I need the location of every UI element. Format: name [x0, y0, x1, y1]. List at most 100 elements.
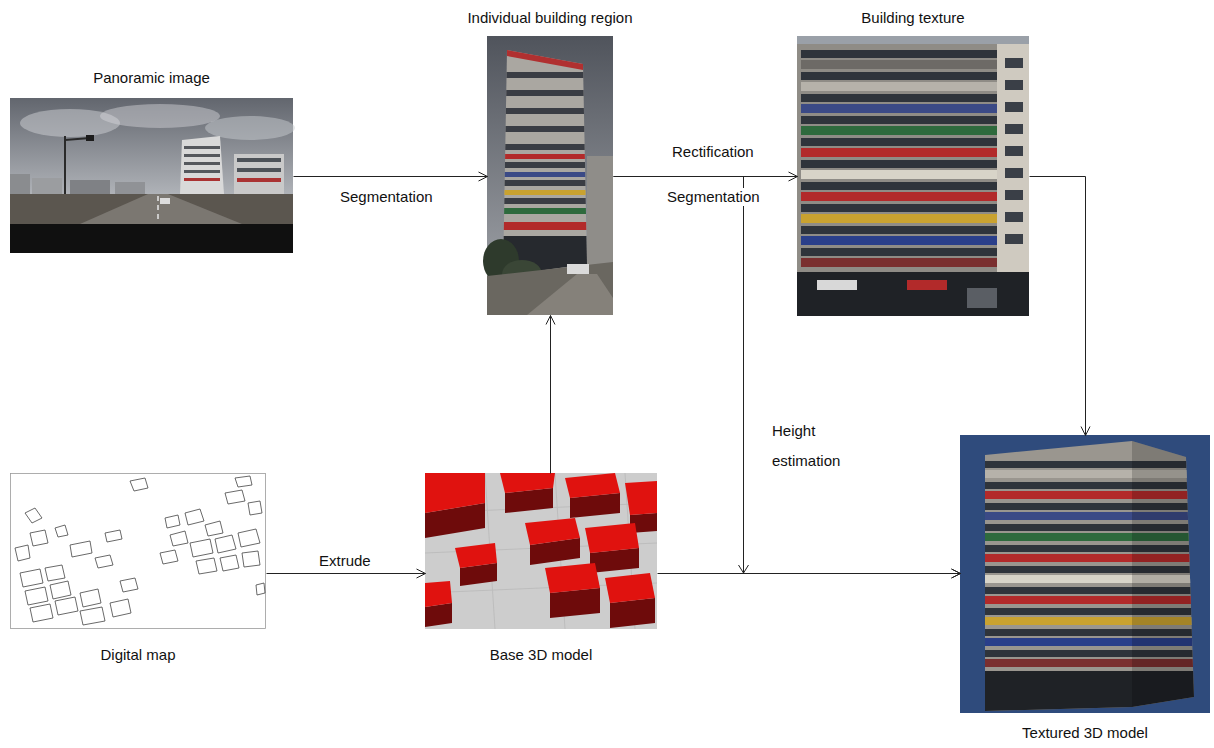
texture-photo	[801, 104, 997, 113]
arrowhead	[546, 316, 555, 325]
map-picture	[130, 478, 148, 491]
arrowhead	[417, 569, 426, 578]
texture-photo	[801, 72, 997, 80]
map-picture	[55, 597, 78, 615]
texture-photo	[1005, 124, 1023, 134]
texture-photo	[801, 160, 997, 168]
panorama-picture	[237, 168, 281, 172]
map-picture	[215, 535, 236, 553]
texture-photo	[801, 170, 997, 179]
panorama-picture	[32, 178, 62, 194]
panorama-picture	[80, 194, 242, 224]
map-picture	[25, 587, 48, 605]
map-picture	[120, 578, 138, 592]
map-picture	[110, 599, 131, 617]
panorama-picture	[184, 170, 220, 173]
panel-caption: Digital map	[0, 646, 386, 664]
panorama-picture	[237, 178, 281, 182]
map-picture	[30, 530, 48, 546]
texture-photo	[1005, 58, 1023, 68]
texture-photo	[1005, 146, 1023, 156]
texture-photo	[801, 192, 997, 201]
map-picture	[190, 539, 213, 557]
building-photo	[487, 144, 613, 150]
map-picture	[11, 474, 266, 629]
image-panel: Base 3D model	[425, 473, 657, 629]
connector	[546, 316, 555, 474]
texture-photo	[1005, 190, 1023, 200]
connector	[614, 177, 961, 579]
texture-photo	[801, 204, 997, 212]
textured-model-picture	[960, 435, 1210, 713]
base-model-picture	[425, 603, 452, 627]
panel-caption: Individual building region	[367, 9, 733, 27]
building-photo	[487, 72, 613, 78]
textured-model-picture	[1132, 435, 1210, 713]
map-picture	[55, 525, 68, 537]
panorama-picture	[184, 154, 220, 157]
connector	[267, 569, 426, 578]
connector-line	[1030, 177, 1086, 436]
panorama-picture	[237, 158, 281, 162]
panorama-picture	[234, 154, 284, 194]
image-panel: Individual building region	[487, 36, 613, 315]
texture-photo	[801, 258, 997, 267]
panorama-picture	[160, 198, 170, 204]
texture-photo	[1005, 80, 1023, 90]
panorama-picture	[10, 224, 293, 253]
map-picture	[25, 508, 42, 523]
texture-photo	[907, 280, 947, 290]
arrowhead	[789, 172, 798, 181]
map-picture	[238, 529, 260, 547]
building-photo	[527, 274, 613, 315]
panel-caption: Panoramic image	[0, 69, 413, 87]
panorama-picture	[115, 182, 145, 194]
texture-photo	[817, 280, 857, 290]
panorama-picture	[70, 180, 110, 194]
base-model-picture	[585, 523, 639, 553]
connector	[658, 569, 961, 578]
map-picture	[185, 509, 204, 525]
texture-photo	[967, 288, 997, 308]
panorama-picture	[184, 162, 220, 165]
connector-line	[294, 176, 488, 177]
texture-photo	[797, 36, 1029, 316]
map-picture	[15, 545, 30, 561]
building-photo	[487, 90, 613, 96]
texture-photo	[801, 138, 997, 146]
building-photo	[487, 108, 613, 114]
edge-label: Segmentation	[337, 188, 436, 206]
texture-photo	[801, 50, 997, 58]
panorama-picture	[10, 174, 30, 194]
panorama-picture	[184, 178, 220, 181]
texture-photo	[801, 226, 997, 234]
map-picture	[165, 515, 180, 528]
map-picture	[70, 541, 92, 557]
building-photo	[487, 126, 613, 132]
map-picture	[105, 530, 122, 542]
texture-photo	[801, 126, 997, 135]
base-model-picture	[525, 518, 580, 545]
image-panel: Textured 3D model	[960, 435, 1210, 713]
map-picture	[256, 583, 265, 595]
building-photo	[507, 50, 583, 70]
panorama-picture	[10, 98, 295, 253]
panel-caption: Building texture	[677, 9, 1149, 27]
panorama-picture	[10, 194, 293, 224]
map-picture	[160, 550, 178, 564]
connector	[294, 172, 488, 181]
texture-photo	[801, 60, 997, 69]
texture-photo	[801, 248, 997, 256]
panorama-picture	[184, 146, 220, 149]
map-picture	[30, 604, 53, 622]
texture-photo	[1005, 212, 1023, 222]
texture-photo	[797, 272, 1029, 316]
texture-photo	[801, 116, 997, 124]
image-panel: Panoramic image	[10, 98, 293, 253]
connector-line	[550, 316, 551, 474]
texture-photo	[801, 82, 997, 91]
panel-caption: Textured 3D model	[840, 724, 1214, 742]
base-model-picture	[425, 581, 452, 607]
building-photo	[483, 36, 613, 315]
